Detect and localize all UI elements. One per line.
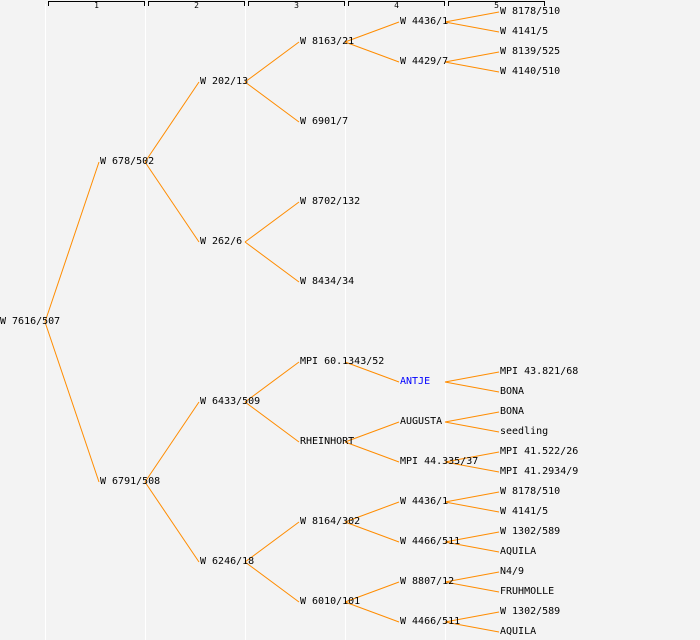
pedigree-edge (244, 241, 300, 283)
pedigree-edge (444, 61, 500, 73)
pedigree-node: W 4436/1 (400, 496, 449, 507)
pedigree-edge (344, 501, 400, 523)
pedigree-edge (244, 521, 300, 563)
pedigree-edge (444, 621, 500, 633)
pedigree-edge (244, 401, 300, 443)
pedigree-node: W 8702/132 (300, 196, 361, 207)
pedigree-node: W 6246/18 (200, 556, 255, 567)
pedigree-edge (344, 41, 400, 63)
pedigree-node: W 8164/302 (300, 516, 361, 527)
pedigree-node: W 8178/510 (500, 6, 561, 17)
pedigree-node: W 262/6 (200, 236, 243, 247)
pedigree-edge (344, 441, 400, 463)
pedigree-edge (444, 51, 500, 63)
pedigree-node: RHEINHORT (300, 436, 355, 447)
pedigree-edge (444, 611, 500, 623)
pedigree-node: W 202/13 (200, 76, 249, 87)
generation-header-4: 4 (348, 1, 445, 10)
pedigree-node: N4/9 (500, 566, 525, 577)
pedigree-edge (444, 491, 500, 503)
pedigree-node: W 6791/508 (100, 476, 161, 487)
pedigree-node: W 6433/509 (200, 396, 261, 407)
pedigree-edge (244, 561, 300, 603)
pedigree-edge (344, 21, 400, 43)
pedigree-node: AUGUSTA (400, 416, 443, 427)
pedigree-edge (244, 201, 300, 243)
pedigree-node: MPI 60.1343/52 (300, 356, 385, 367)
pedigree-node: W 6010/101 (300, 596, 361, 607)
pedigree-edge (144, 401, 200, 483)
pedigree-edge (44, 161, 100, 323)
pedigree-edge (244, 81, 300, 123)
generation-label: 2 (194, 1, 199, 10)
pedigree-node: BONA (500, 406, 525, 417)
pedigree-edge (144, 161, 200, 243)
pedigree-edge (444, 501, 500, 513)
pedigree-node: W 8178/510 (500, 486, 561, 497)
pedigree-node: W 8163/21 (300, 36, 355, 47)
pedigree-node: W 4466/511 (400, 616, 461, 627)
generation-label: 5 (494, 1, 499, 10)
pedigree-node: W 8807/12 (400, 576, 455, 587)
pedigree-node: FRUHMOLLE (500, 586, 555, 597)
pedigree-edge (244, 361, 300, 403)
pedigree-node-highlighted[interactable]: ANTJE (400, 376, 431, 387)
pedigree-edge (444, 11, 500, 23)
pedigree-node: AQUILA (500, 546, 537, 557)
pedigree-node: W 4429/7 (400, 56, 449, 67)
pedigree-node: W 6901/7 (300, 116, 349, 127)
pedigree-node: W 4140/510 (500, 66, 561, 77)
generation-header-2: 2 (148, 1, 245, 10)
pedigree-edge (444, 421, 500, 433)
pedigree-node: MPI 41.2934/9 (500, 466, 579, 477)
column-divider (445, 4, 446, 640)
pedigree-node: W 678/502 (100, 156, 155, 167)
pedigree-edge (444, 531, 500, 543)
pedigree-edge (444, 581, 500, 593)
pedigree-edge (444, 21, 500, 33)
pedigree-node: W 8139/525 (500, 46, 561, 57)
pedigree-edge (44, 321, 100, 483)
pedigree-node: AQUILA (500, 626, 537, 637)
generation-header-5: 5 (448, 1, 545, 10)
pedigree-edge (344, 421, 400, 443)
pedigree-node: seedling (500, 426, 549, 437)
pedigree-edge (344, 361, 400, 383)
pedigree-edge (444, 571, 500, 583)
pedigree-node: W 4466/511 (400, 536, 461, 547)
pedigree-node: MPI 41.522/26 (500, 446, 579, 457)
pedigree-node: W 1302/589 (500, 526, 561, 537)
pedigree-edge (444, 371, 500, 383)
generation-label: 4 (394, 1, 399, 10)
pedigree-edge (144, 81, 200, 163)
pedigree-edge (444, 381, 500, 393)
pedigree-edge (344, 581, 400, 603)
pedigree-node: W 8434/34 (300, 276, 355, 287)
pedigree-node: W 4141/5 (500, 26, 549, 37)
pedigree-edge (444, 541, 500, 553)
pedigree-node: W 4436/1 (400, 16, 449, 27)
generation-label: 1 (94, 1, 99, 10)
pedigree-edge (344, 521, 400, 543)
pedigree-node: W 1302/589 (500, 606, 561, 617)
pedigree-node: W 7616/507 (0, 316, 61, 327)
pedigree-node: BONA (500, 386, 525, 397)
generation-label: 3 (294, 1, 299, 10)
pedigree-edge (144, 481, 200, 563)
pedigree-node: MPI 43.821/68 (500, 366, 579, 377)
pedigree-edge (344, 601, 400, 623)
pedigree-edge (244, 41, 300, 83)
pedigree-edge (444, 451, 500, 463)
column-divider (145, 4, 146, 640)
pedigree-node: MPI 44.335/37 (400, 456, 479, 467)
column-divider (245, 4, 246, 640)
pedigree-node: W 4141/5 (500, 506, 549, 517)
generation-header-1: 1 (48, 1, 145, 10)
pedigree-edge (444, 411, 500, 423)
pedigree-edge (444, 461, 500, 473)
column-divider (345, 4, 346, 640)
generation-header-3: 3 (248, 1, 345, 10)
